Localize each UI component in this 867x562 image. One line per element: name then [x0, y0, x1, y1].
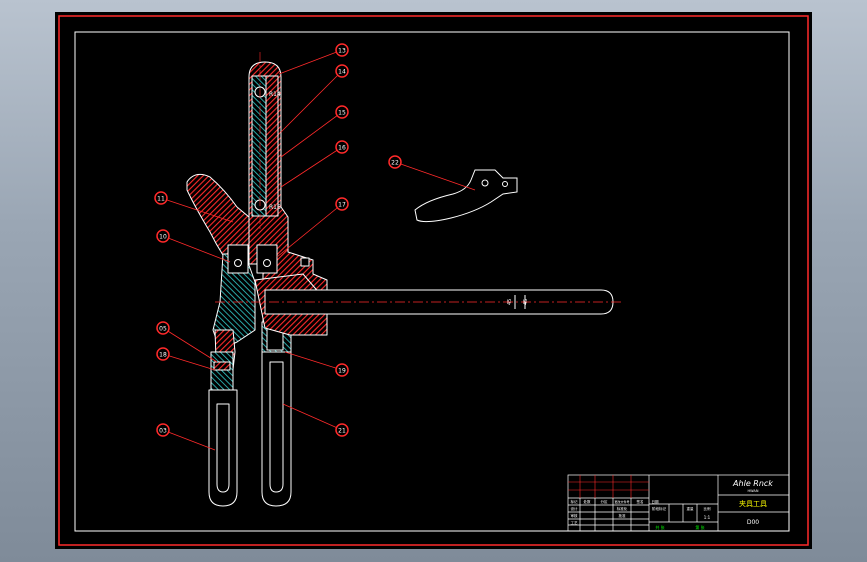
- dim-mid-slot: R16: [269, 204, 281, 211]
- balloon-03: 03: [156, 423, 170, 437]
- right-handle-inner: [269, 361, 284, 493]
- detail-part: [414, 169, 518, 223]
- sheet-green-b: 第 张: [695, 524, 704, 530]
- row-label-0: 标记: [571, 499, 579, 504]
- row-label-2: 分区: [601, 499, 609, 504]
- dim-bar-pin-b: 45: [523, 299, 529, 305]
- mid-block-0: 阶段标记: [652, 506, 666, 511]
- svg-text:16: 16: [338, 145, 346, 152]
- drawing-code: D00: [747, 519, 759, 526]
- row-left-0: 设计: [571, 506, 579, 511]
- sheet-green-a: 共 张: [655, 524, 664, 530]
- detail-part-hole-a: [481, 179, 489, 187]
- balloon-16: 16: [335, 140, 349, 154]
- row-mid-0: 标准化: [617, 506, 628, 511]
- svg-text:19: 19: [338, 368, 346, 375]
- cad-drawing: R14 R16 45 45 13 14 15 16 17 11 10 22 05…: [58, 15, 809, 546]
- title-block-red-grid: [568, 475, 649, 498]
- cad-viewport[interactable]: R14 R16 45 45 13 14 15 16 17 11 10 22 05…: [55, 12, 812, 549]
- svg-text:10: 10: [159, 234, 167, 241]
- row-left-2: 工艺: [571, 520, 579, 525]
- svg-text:03: 03: [159, 428, 167, 435]
- balloon-19: 19: [335, 363, 349, 377]
- left-handle-inner: [216, 403, 230, 493]
- scale-value: 1:1: [704, 515, 711, 520]
- dim-top-slot: R14: [269, 91, 281, 98]
- balloon-22: 22: [388, 155, 402, 169]
- detail-part-hole-b: [502, 181, 508, 187]
- svg-text:22: 22: [391, 160, 399, 167]
- mid-block-1: 重量: [687, 506, 695, 511]
- row-label-1: 处数: [584, 499, 592, 504]
- balloon-17: 17: [335, 197, 349, 211]
- guide-block-left-pin: [234, 259, 242, 267]
- balloon-21: 21: [335, 423, 349, 437]
- dim-bar-pin-a: 45: [507, 299, 513, 305]
- svg-text:21: 21: [338, 428, 346, 435]
- svg-text:15: 15: [338, 110, 346, 117]
- svg-text:14: 14: [338, 69, 346, 76]
- svg-text:05: 05: [159, 326, 167, 333]
- balloon-13: 13: [335, 43, 349, 57]
- svg-text:13: 13: [338, 48, 346, 55]
- svg-text:18: 18: [159, 352, 167, 359]
- balloon-05: 05: [156, 321, 170, 335]
- detail-part-body: [414, 169, 518, 223]
- guide-block-right-pin: [263, 259, 271, 267]
- balloon-11: 11: [154, 191, 168, 205]
- main-assembly: [186, 61, 623, 507]
- svg-text:11: 11: [157, 196, 165, 203]
- upper-jaw-slot-inner: [265, 75, 279, 217]
- title-header-sub: HWAN: [748, 489, 759, 493]
- lower-arm-block-inner: [213, 361, 231, 371]
- balloon-14: 14: [335, 64, 349, 78]
- drawing-name: 夹具工具: [739, 499, 767, 508]
- balloon-15: 15: [335, 105, 349, 119]
- bar-knob: [300, 257, 310, 267]
- outer-border: [58, 15, 809, 546]
- lower-arm-block: [210, 351, 234, 391]
- balloon-18: 18: [156, 347, 170, 361]
- leaders: [160, 49, 476, 451]
- row-label-3: 更改文件号: [614, 499, 629, 504]
- svg-text:17: 17: [338, 202, 346, 209]
- inner-frame: [74, 31, 790, 532]
- row-left-1: 审核: [571, 513, 579, 518]
- row-label-5: 日期: [652, 499, 660, 504]
- mid-block-2: 比例: [704, 506, 712, 511]
- balloon-group: 13 14 15 16 17 11 10 22 05 18 03 19 21: [154, 43, 402, 437]
- title-block: [567, 474, 790, 532]
- row-label-4: 签名: [637, 499, 644, 504]
- row-mid-1: 批准: [619, 513, 627, 518]
- title-header: Ahle Rnck: [732, 479, 773, 488]
- balloon-10: 10: [156, 229, 170, 243]
